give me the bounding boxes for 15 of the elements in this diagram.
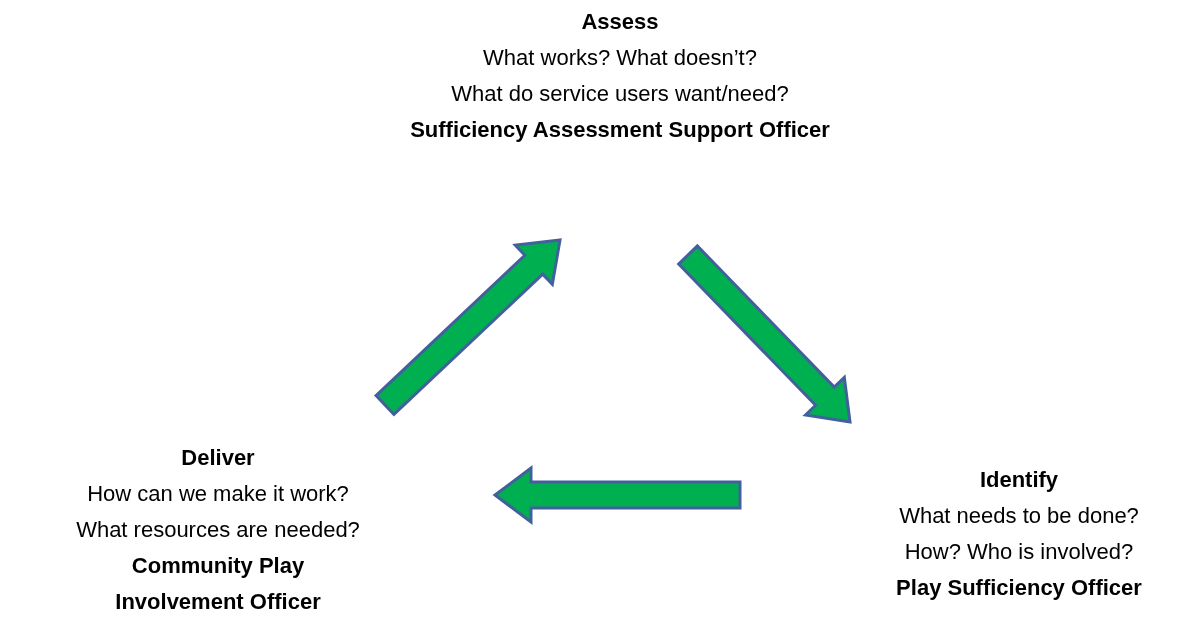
stage-questions: What needs to be done?	[898, 502, 1140, 530]
stage-questions: How? Who is involved?	[903, 538, 1135, 566]
block-arrow	[676, 243, 852, 424]
stage-questions: How can we make it work?	[86, 480, 350, 508]
role-title: Sufficiency Assessment Support Officer	[409, 116, 831, 144]
stage-questions: What resources are needed?	[75, 516, 361, 544]
stage-questions: What do service users want/need?	[450, 80, 790, 108]
stage-heading: Identify	[978, 466, 1060, 494]
block-arrow	[492, 465, 742, 525]
stage-heading: Assess	[580, 8, 660, 36]
block-arrow	[373, 238, 562, 417]
role-title: Community Play Involvement Officer	[114, 552, 322, 616]
stage-questions: What works? What doesn’t?	[482, 44, 758, 72]
role-title: Play Sufficiency Officer	[895, 574, 1143, 602]
stage-heading: Deliver	[180, 444, 256, 472]
